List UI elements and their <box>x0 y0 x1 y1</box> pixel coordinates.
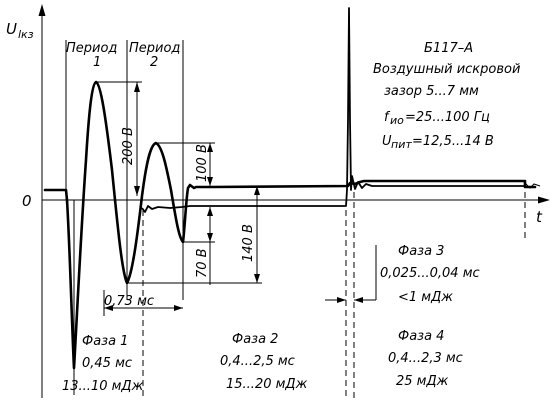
dim-073ms-label: 0,73 мс <box>104 294 154 309</box>
period1-number: 1 <box>93 55 101 70</box>
y-axis-label-sub: lкз <box>18 28 34 41</box>
t-axis-arrow <box>538 196 550 204</box>
y-axis-label: U <box>6 20 17 38</box>
dim-200v: 200 В <box>96 81 142 196</box>
phase2-label: Фаза 2 0,4...2,5 мс 15...20 мДж <box>220 332 308 392</box>
t-axis <box>42 196 550 204</box>
phase2-name: Фаза 2 <box>232 332 278 347</box>
info-volt-sub: пит <box>391 138 412 151</box>
phase3-name: Фаза 3 <box>398 244 444 259</box>
dim-073ms: 0,73 мс <box>104 294 183 311</box>
phase1-name: Фаза 1 <box>82 334 128 349</box>
dim-70v-label: 70 В <box>195 248 210 278</box>
info-gap-line2: зазор 5...7 мм <box>384 84 479 99</box>
phase4-name: Фаза 4 <box>398 329 444 344</box>
phase1-time: 0,45 мс <box>82 356 132 371</box>
info-gap-line1: Воздушный искровой <box>373 62 520 77</box>
dim-140v: 140 В <box>127 186 262 284</box>
origin-label: 0 <box>22 192 32 210</box>
phase4-label: Фаза 4 0,4...2,3 мс 25 мДж <box>388 329 463 389</box>
period2-word: Период <box>129 41 180 56</box>
info-model: Б117–А <box>424 41 473 56</box>
info-block: Б117–А Воздушный искровой зазор 5...7 мм… <box>373 41 520 151</box>
info-freq-sub: ио <box>390 114 404 127</box>
period-markers <box>65 40 184 395</box>
phase2-time: 0,4...2,5 мс <box>220 354 295 369</box>
phase3-energy: <1 мДж <box>398 290 453 305</box>
period1-word: Период <box>66 41 117 56</box>
info-volt-symbol: U <box>382 134 392 149</box>
t-axis-label: t <box>536 208 543 226</box>
dim-70v: 70 В <box>183 207 215 285</box>
dim-100v-label: 100 В <box>195 144 210 182</box>
y-axis <box>38 4 46 398</box>
info-freq-value: =25...100 Гц <box>405 110 490 125</box>
phase4-time: 0,4...2,3 мс <box>388 351 463 366</box>
period2-number: 2 <box>150 55 158 70</box>
dim-phase3 <box>325 245 377 303</box>
phase1-energy: 13...10 мДж <box>62 379 144 394</box>
waveform-end-wiggle <box>524 182 541 189</box>
dim-140v-label: 140 В <box>241 224 256 262</box>
phase3-time: 0,025...0,04 мс <box>380 266 480 281</box>
info-volt-value: =12,5...14 В <box>412 134 494 149</box>
phase4-energy: 25 мДж <box>396 374 449 389</box>
phase-boundaries <box>142 192 526 398</box>
info-freq-symbol: f <box>384 110 391 125</box>
phase1-label: Фаза 1 0,45 мс 13...10 мДж <box>62 334 144 394</box>
phase2-energy: 15...20 мДж <box>226 377 308 392</box>
y-axis-arrow <box>38 4 46 16</box>
dim-100v: 100 В <box>156 142 215 186</box>
waveform-secondary <box>141 7 525 213</box>
dim-200v-label: 200 В <box>121 127 136 165</box>
phase3-label: Фаза 3 0,025...0,04 мс <1 мДж <box>380 244 480 305</box>
